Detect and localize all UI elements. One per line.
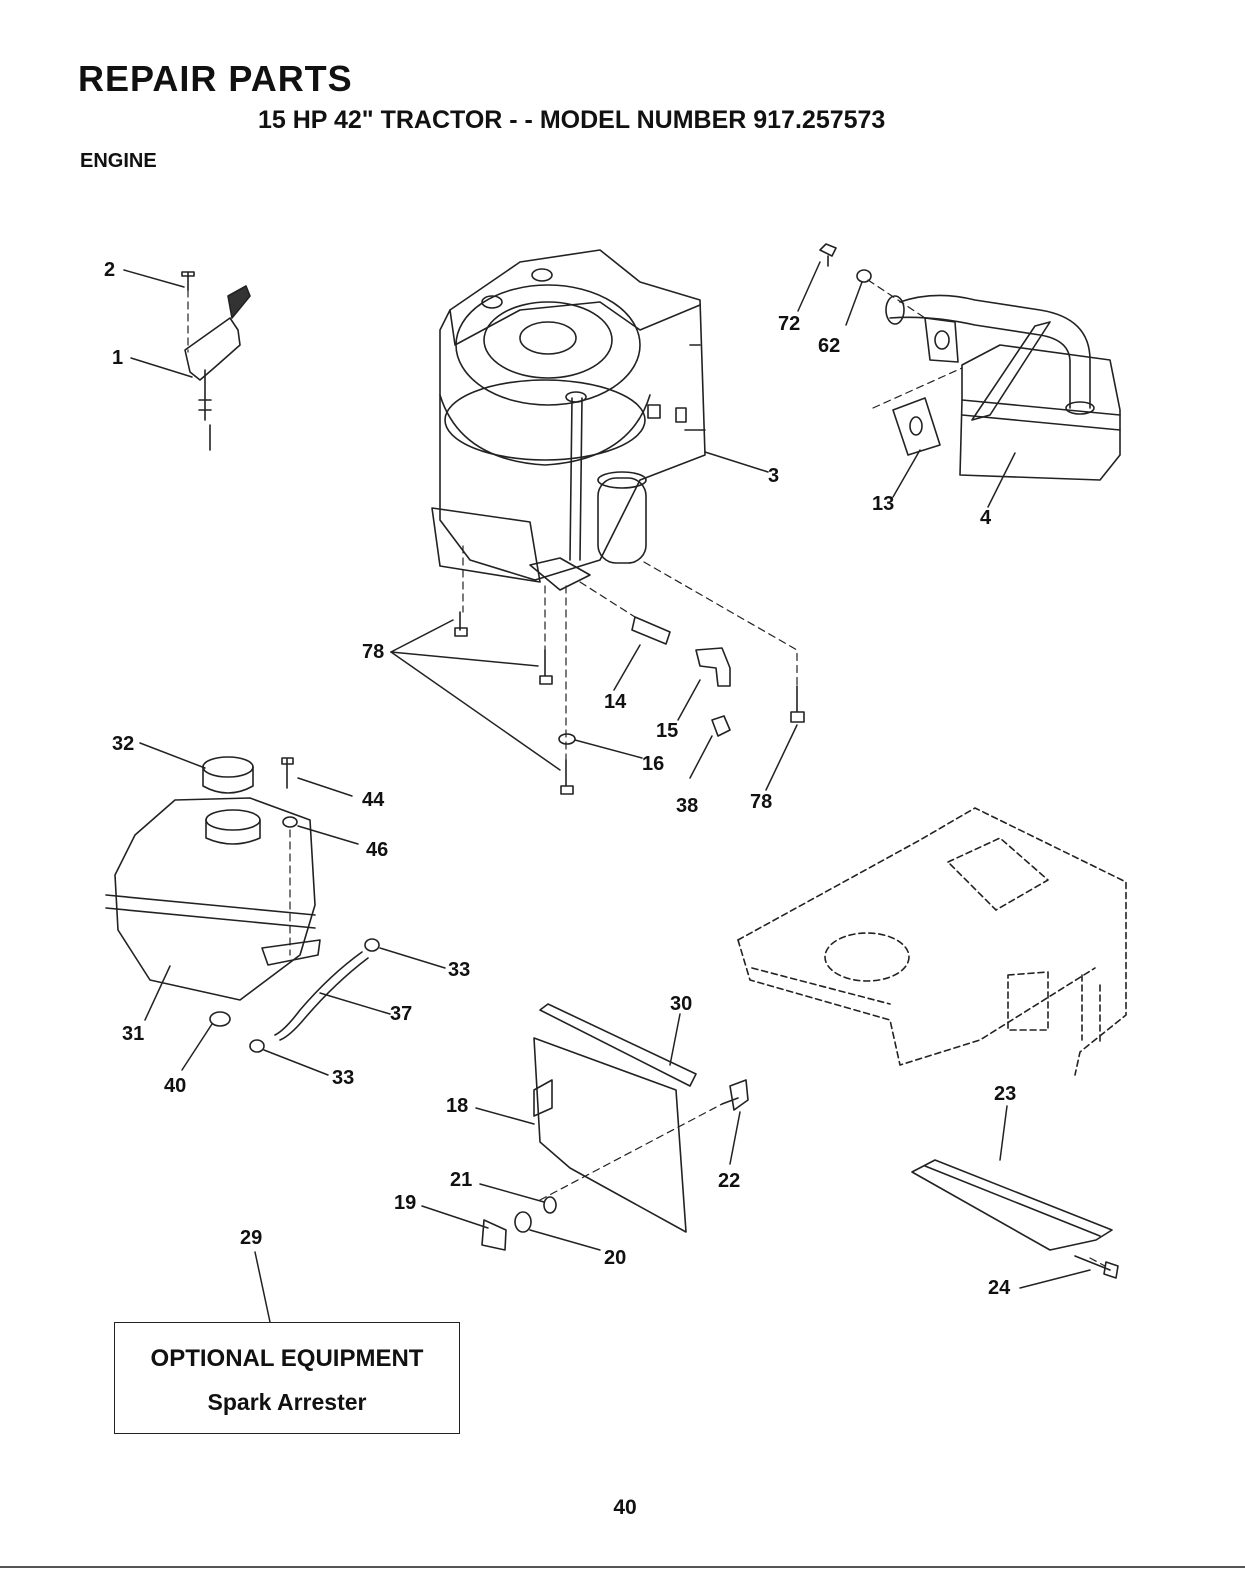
callout-37: 37 [390,1003,412,1025]
engine-part [432,250,705,590]
heat-shield-part [912,1160,1118,1278]
callout-31: 31 [122,1023,144,1045]
callout-33-upper: 33 [448,959,470,981]
callout-46: 46 [366,839,388,861]
fuel-cap-part [203,757,297,827]
optional-equipment-title: OPTIONAL EQUIPMENT [115,1345,459,1373]
callout-14: 14 [604,691,627,713]
callout-30: 30 [670,993,692,1015]
fuel-tank-part [106,798,320,1000]
callout-38: 38 [676,795,698,817]
callout-15: 15 [656,720,678,742]
throttle-control-part [182,272,250,450]
callout-29: 29 [240,1227,262,1249]
frame-part [738,808,1126,1075]
callout-4: 4 [980,507,992,529]
shield-part [482,1004,748,1250]
optional-equipment-item: Spark Arrester [115,1389,459,1416]
engine-bolts-part [455,612,804,794]
callout-78-left: 78 [362,641,384,663]
callout-20: 20 [604,1247,626,1269]
callout-23: 23 [994,1083,1016,1105]
callout-72: 72 [778,313,800,335]
callout-21: 21 [450,1169,472,1191]
callout-19: 19 [394,1192,416,1214]
callout-13: 13 [872,493,894,515]
bottom-rule [0,1566,1245,1568]
callout-40: 40 [164,1075,186,1097]
callout-18: 18 [446,1095,468,1117]
callout-16: 16 [642,753,664,775]
callout-3: 3 [768,465,779,487]
callout-24: 24 [988,1277,1011,1299]
callout-22: 22 [718,1170,740,1192]
callout-62: 62 [818,335,840,357]
page-number: 40 [600,1496,650,1520]
callout-1: 1 [112,347,123,369]
callout-32: 32 [112,733,134,755]
muffler-part [820,244,1120,480]
callout-78-right: 78 [750,791,772,813]
callout-33-lower: 33 [332,1067,354,1089]
callout-44: 44 [362,789,385,811]
callout-2: 2 [104,259,115,281]
optional-equipment-box: OPTIONAL EQUIPMENT Spark Arrester [114,1322,460,1434]
fuel-hose-part [210,939,379,1052]
